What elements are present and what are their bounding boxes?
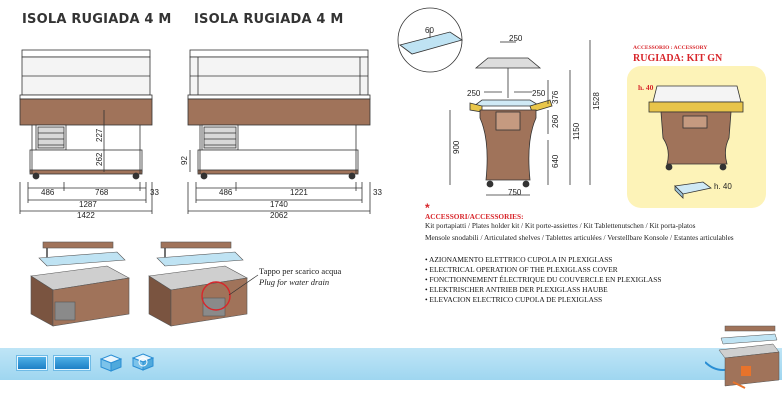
accessories-line-1: Kit portapiatti / Plates holder kit / Ki… [425,221,696,230]
dim-1150: 1150 [572,122,581,140]
feature-list: • AZIONAMENTO ELETTRICO CUPOLA IN PLEXIG… [425,255,661,305]
dim-486-b: 486 [219,188,233,197]
left-drawing-title: ISOLA RUGIADA 4 M [22,12,172,27]
feature-item: • ELECTRICAL OPERATION OF THE PLEXIGLASS… [425,265,618,274]
dim-376: 376 [551,90,560,104]
feature-item: • AZIONAMENTO ELETTRICO CUPOLA IN PLEXIG… [425,255,613,264]
dim-262: 262 [95,152,104,166]
dim-33: 33 [150,188,159,197]
dim-260: 260 [551,114,560,128]
dim-1740: 1740 [270,200,288,209]
dim-227: 227 [95,128,104,142]
dim-1221: 1221 [290,188,308,197]
dim-640: 640 [551,154,560,168]
accessories-line-2: Mensole snodabili / Articulated shelves … [425,233,734,242]
feature-item: • ELEVACION ELECTRICO CUPOLA DE PLEXIGLA… [425,295,603,304]
dim-1287: 1287 [79,200,97,209]
accessories-heading: ACCESSORI/ACCESSORIES: [425,212,524,221]
side-view-drawing [397,7,591,196]
drain-note-it: Tappo per scarico acqua [259,266,342,276]
accessory-h-label: h. 40 [638,83,654,92]
feature-item: • FONCTIONNEMENT ÉLECTRIQUE DU COUVERCLE… [425,275,662,284]
bottom-toolbar [0,348,782,380]
drain-pointer-line [228,274,259,296]
middle-drawing-title: ISOLA RUGIADA 4 M [194,12,344,27]
tray-h-label: h. 40 [714,182,732,191]
corner-product-thumbnail [705,325,780,389]
middle-elevation-drawing [187,49,371,214]
dim-60: 60 [425,26,434,35]
kit-gn-drawing [648,85,744,199]
asterisk-mark: * [425,201,430,215]
left-elevation-drawing [19,49,153,214]
dim-768: 768 [95,188,109,197]
dim-1528: 1528 [592,92,601,110]
dim-486: 486 [41,188,55,197]
view-toggle-button[interactable] [17,356,47,370]
dim-1422: 1422 [77,211,95,220]
dim-750: 750 [508,188,522,197]
dim-2062: 2062 [270,211,288,220]
dim-33-b: 33 [373,188,382,197]
dim-92: 92 [180,156,189,165]
dim-250-left: 250 [467,89,481,98]
accessory-label: ACCESSORIO : ACCESSORY [633,45,708,51]
dim-900: 900 [452,140,461,154]
product-renders [30,241,248,327]
accessory-title: RUGIADA: KIT GN [633,53,723,64]
drain-note-en: Plug for water drain [259,277,330,287]
feature-item: • ELEKTRISCHER ANTRIEB DER PLEXIGLASS HA… [425,285,608,294]
dim-250-right: 250 [532,89,546,98]
cube-icon[interactable] [100,354,122,372]
cube-icon[interactable] [132,353,154,373]
dim-250-top: 250 [509,34,523,43]
view-toggle-button[interactable] [54,356,90,370]
